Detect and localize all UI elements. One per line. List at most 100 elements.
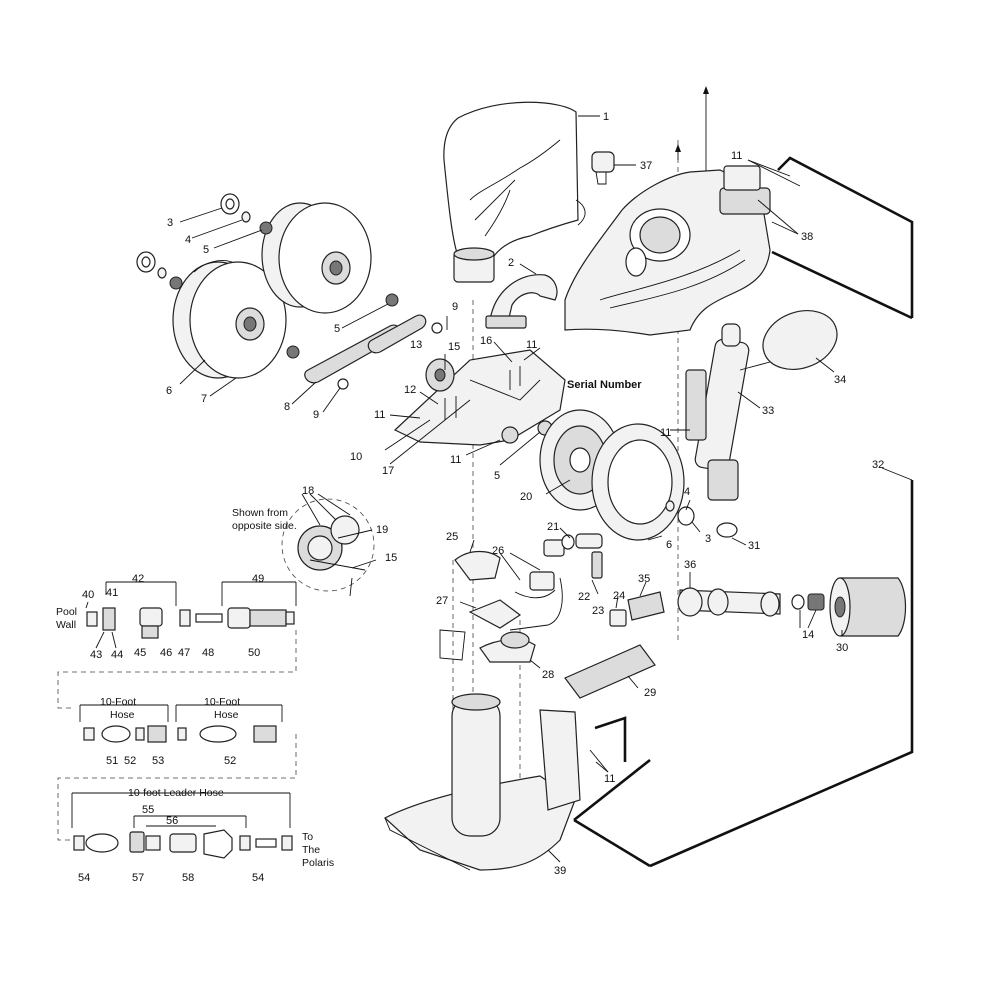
callout-23: 23 — [592, 605, 604, 617]
bracket-2 — [485, 274, 558, 329]
to-polaris-label: To — [302, 831, 313, 843]
callout-9: 9 — [313, 409, 319, 421]
shown-from-note: Shown from — [232, 507, 288, 519]
callout-54: 54 — [252, 872, 264, 884]
callout-56: 56 — [166, 815, 178, 827]
filter-30 — [829, 577, 907, 637]
shown-from-note-2: opposite side. — [232, 520, 297, 532]
callout-37: 37 — [640, 160, 652, 172]
to-polaris-label-2: The — [302, 844, 320, 856]
ten-foot-hose-label-1: 10-Foot — [100, 696, 136, 708]
pool-wall-label: Pool — [56, 606, 77, 618]
callout-9: 9 — [452, 301, 458, 313]
callout-10: 10 — [350, 451, 362, 463]
callout-11: 11 — [374, 409, 385, 421]
callout-58: 58 — [182, 872, 194, 884]
callout-47: 47 — [178, 647, 190, 659]
callout-53: 53 — [152, 755, 164, 767]
callout-20: 20 — [520, 491, 532, 503]
callout-40: 40 — [82, 589, 94, 601]
chassis-10 — [393, 349, 566, 446]
callout-5: 5 — [334, 323, 340, 335]
serial-number-label: Serial Number — [567, 379, 642, 391]
wheel-7-rear — [261, 202, 372, 314]
callout-4: 4 — [185, 234, 191, 246]
pool-wall-label-2: Wall — [56, 619, 76, 631]
callout-41: 41 — [106, 587, 118, 599]
callout-24: 24 — [613, 590, 625, 602]
callout-38: 38 — [801, 231, 813, 243]
callout-48: 48 — [202, 647, 214, 659]
callout-21: 21 — [547, 521, 559, 533]
callout-36: 36 — [684, 559, 696, 571]
top-housing-38 — [564, 165, 771, 336]
wheel-6-left — [172, 260, 287, 379]
callout-35: 35 — [638, 573, 650, 585]
callout-33: 33 — [762, 405, 774, 417]
ten-foot-hose-label-2b: Hose — [214, 709, 239, 721]
callout-55: 55 — [142, 804, 154, 816]
drive-belts-8 — [304, 314, 427, 384]
callout-6: 6 — [166, 385, 172, 397]
callout-25: 25 — [446, 531, 458, 543]
callout-11: 11 — [526, 339, 537, 351]
callout-50: 50 — [248, 647, 260, 659]
callout-26: 26 — [492, 545, 504, 557]
callout-13: 13 — [410, 339, 422, 351]
callout-29: 29 — [644, 687, 656, 699]
callout-18: 18 — [302, 485, 314, 497]
filter-bag-1 — [443, 101, 586, 283]
callout-17: 17 — [382, 465, 394, 477]
callout-51: 51 — [106, 755, 118, 767]
callout-8: 8 — [284, 401, 290, 413]
tube-33 — [685, 323, 771, 501]
callout-15: 15 — [448, 341, 460, 353]
callout-54: 54 — [78, 872, 90, 884]
callout-5: 5 — [494, 470, 500, 482]
tire-6-right — [591, 423, 685, 541]
gear-detail-18-19 — [281, 498, 375, 592]
leader-lines — [85, 115, 843, 863]
callout-49: 49 — [252, 573, 264, 585]
float-34 — [762, 310, 838, 370]
callout-11: 11 — [660, 427, 671, 439]
ten-foot-hose-label-1b: Hose — [110, 709, 135, 721]
leader-hose-label: 10-foot Leader Hose — [128, 787, 224, 799]
hose-parts-35-36 — [627, 587, 781, 621]
callout-5: 5 — [203, 244, 209, 256]
callout-45: 45 — [134, 647, 146, 659]
callout-14: 14 — [802, 629, 814, 641]
callout-32: 32 — [872, 459, 884, 471]
callout-46: 46 — [160, 647, 172, 659]
callout-11: 11 — [731, 150, 742, 162]
callout-11: 11 — [604, 773, 615, 785]
callout-6: 6 — [666, 539, 672, 551]
callout-42: 42 — [132, 573, 144, 585]
bottom-body-39 — [383, 693, 581, 871]
callout-43: 43 — [90, 649, 102, 661]
assembly-bracket-32 — [573, 156, 914, 868]
to-polaris-label-3: Polaris — [302, 857, 334, 869]
ten-foot-hose-label-2: 10-Foot — [204, 696, 240, 708]
callout-3: 3 — [167, 217, 173, 229]
callout-22: 22 — [578, 591, 590, 603]
washers-left — [136, 193, 443, 390]
callout-39: 39 — [554, 865, 566, 877]
callout-27: 27 — [436, 595, 448, 607]
callout-16: 16 — [480, 335, 492, 347]
callout-52: 52 — [224, 755, 236, 767]
hose-schematic — [57, 581, 297, 859]
clip-37 — [591, 151, 615, 185]
callout-30: 30 — [836, 642, 848, 654]
callout-1: 1 — [603, 111, 609, 123]
callout-4: 4 — [684, 486, 690, 498]
lower-parts — [439, 533, 656, 699]
callout-28: 28 — [542, 669, 554, 681]
callout-34: 34 — [834, 374, 846, 386]
callout-31: 31 — [748, 540, 760, 552]
callout-19: 19 — [376, 524, 388, 536]
callout-3: 3 — [705, 533, 711, 545]
callout-7: 7 — [201, 393, 207, 405]
